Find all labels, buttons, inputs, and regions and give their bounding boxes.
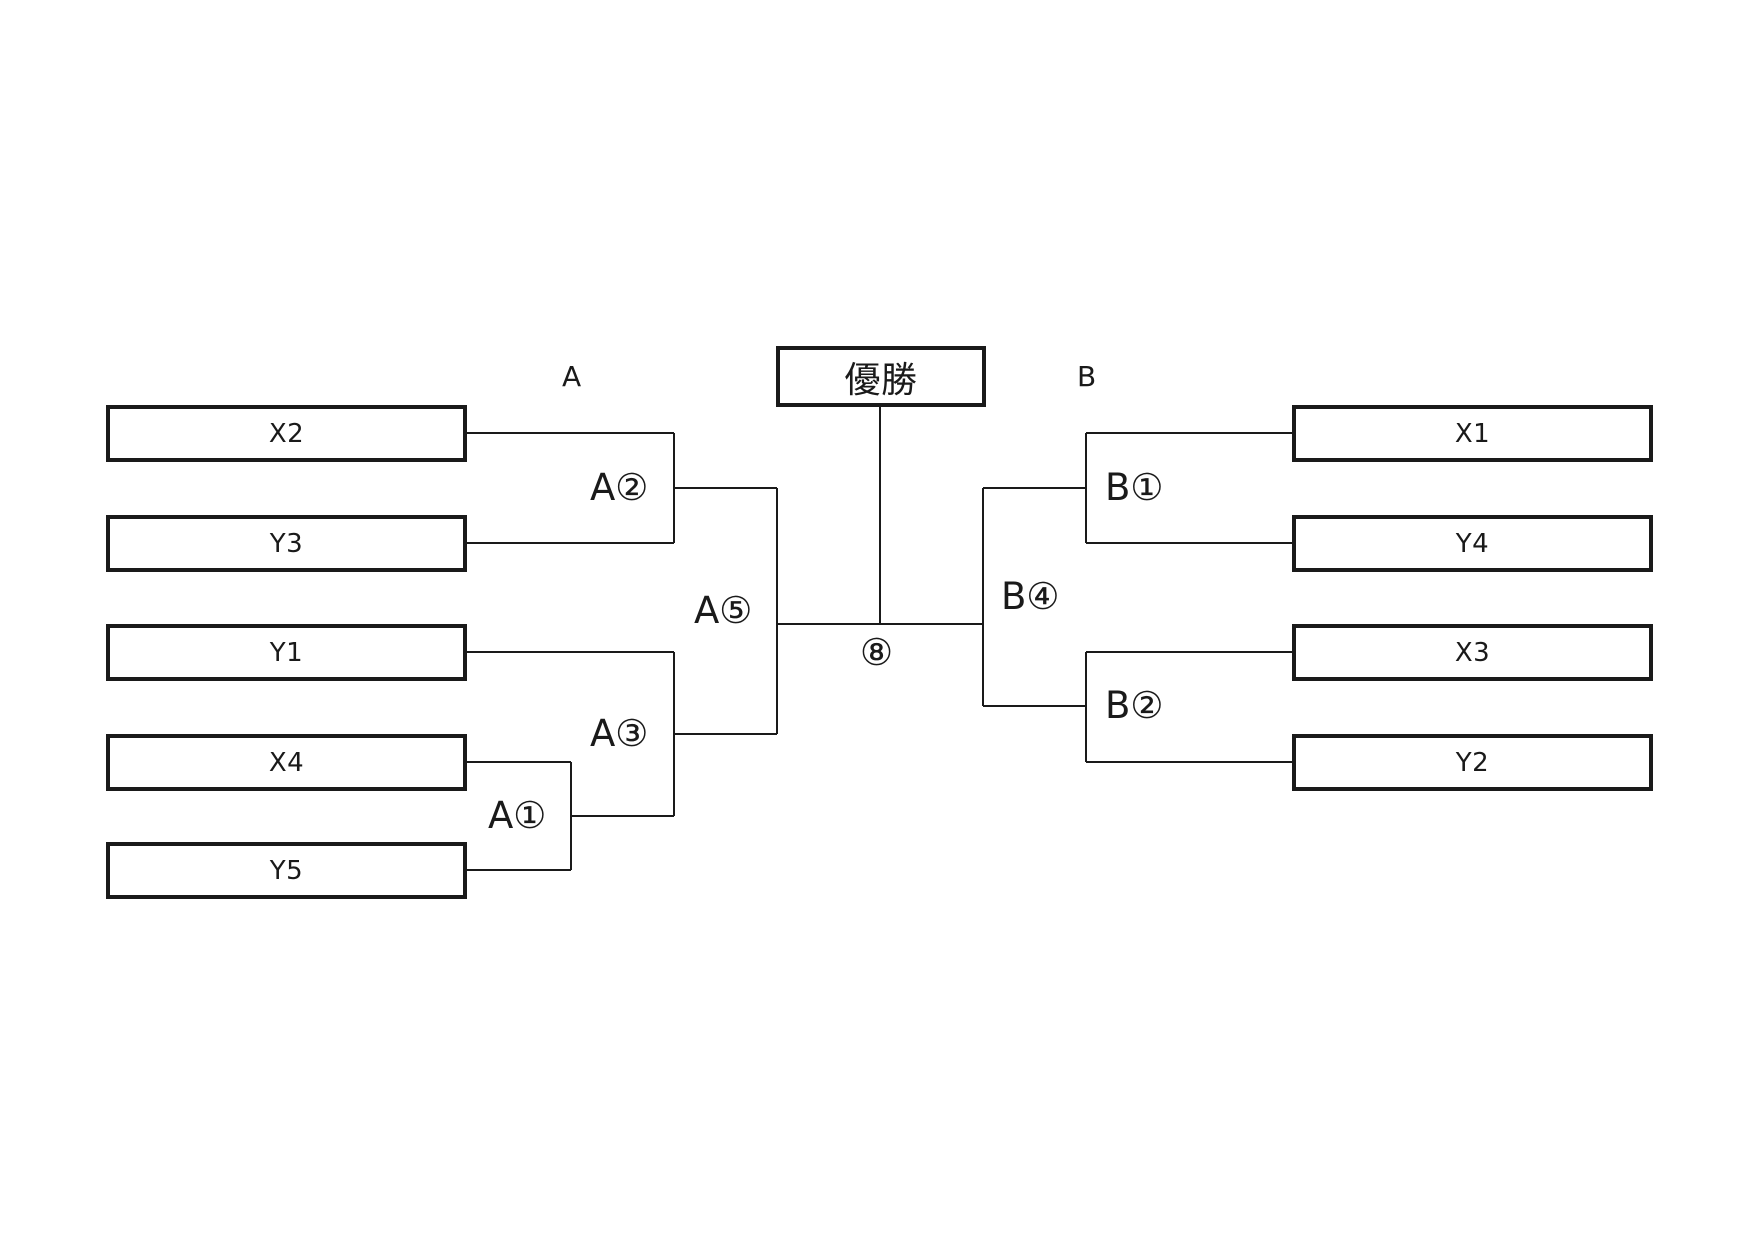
team-box-y1: Y1 xyxy=(106,624,467,681)
match-label-a1: A① xyxy=(488,794,547,837)
match-label-a3: A③ xyxy=(590,712,649,755)
match-label-a5: A⑤ xyxy=(694,589,753,632)
team-box-x4: X4 xyxy=(106,734,467,791)
team-box-y2: Y2 xyxy=(1292,734,1653,791)
match-label-b1: B① xyxy=(1105,466,1164,509)
match-label-final: ⑧ xyxy=(860,631,894,674)
team-box-x1: X1 xyxy=(1292,405,1653,462)
team-box-y4: Y4 xyxy=(1292,515,1653,572)
team-box-y5: Y5 xyxy=(106,842,467,899)
match-label-b2: B② xyxy=(1105,684,1164,727)
match-label-a2: A② xyxy=(590,466,649,509)
team-box-x2: X2 xyxy=(106,405,467,462)
side-b-label: B xyxy=(1077,360,1097,393)
match-label-b4: B④ xyxy=(1001,575,1060,618)
champion-box: 優勝 xyxy=(776,346,986,407)
team-box-y3: Y3 xyxy=(106,515,467,572)
team-box-x3: X3 xyxy=(1292,624,1653,681)
side-a-label: A xyxy=(562,360,582,393)
